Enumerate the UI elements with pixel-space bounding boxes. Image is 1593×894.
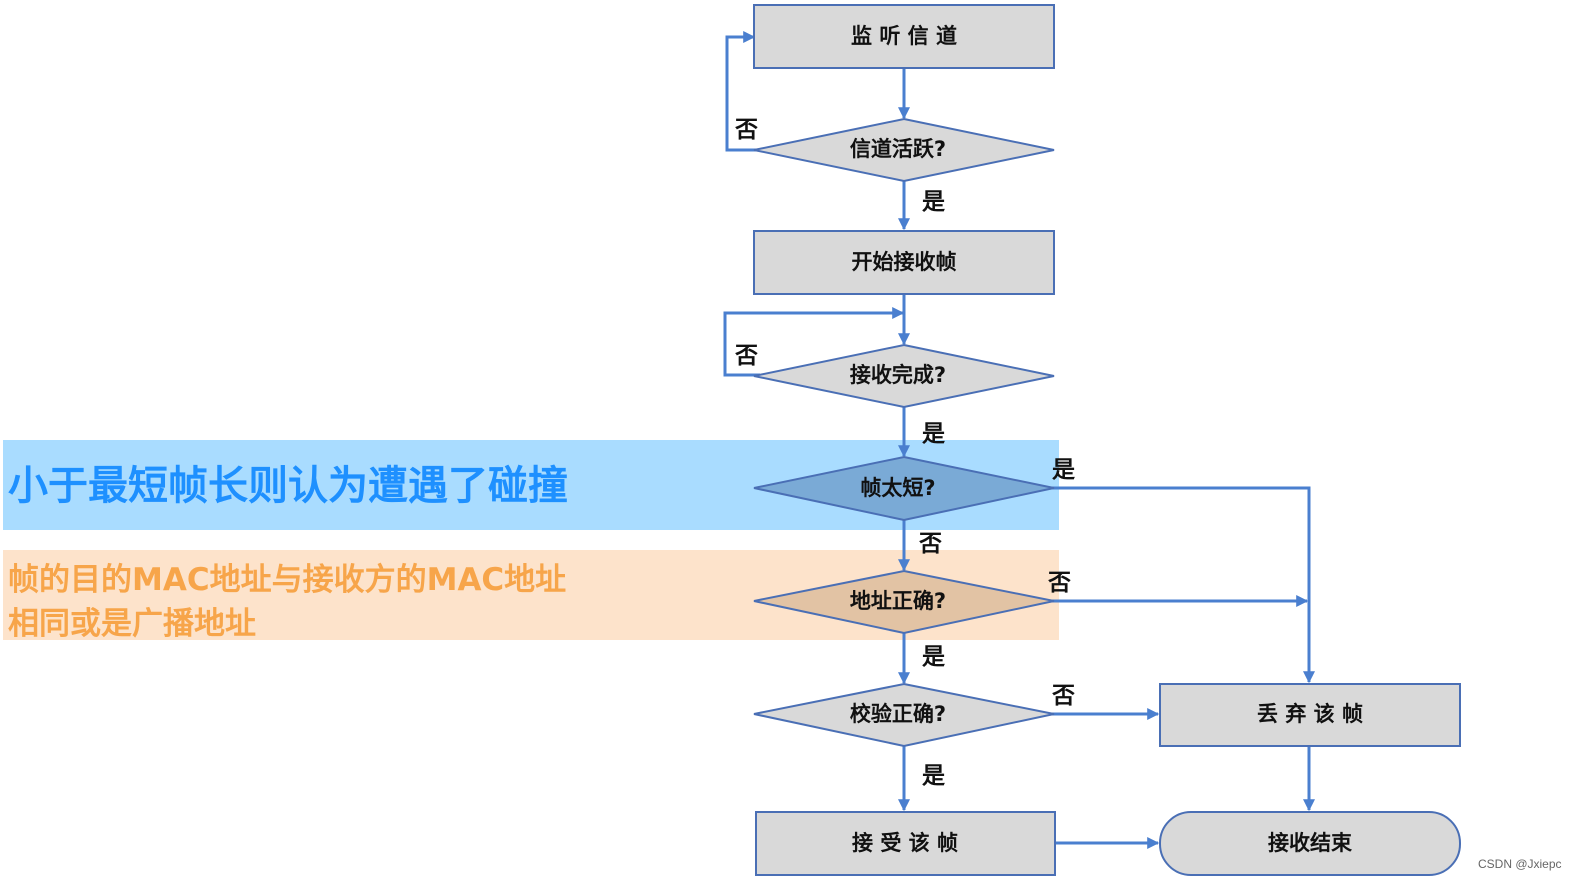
node-start-receive: 开始接收帧	[753, 230, 1055, 295]
label-channel-no: 否	[734, 117, 758, 143]
node-discard-frame: 丢 弃 该 帧	[1159, 683, 1461, 747]
node-accept-label: 接 受 该 帧	[852, 831, 958, 855]
node-receive-done-shape	[753, 343, 1055, 409]
label-receive-no: 否	[734, 343, 758, 369]
node-frame-short-label: 帧太短?	[860, 476, 935, 500]
edge-labels: 否 是 否 是 是 否 否 是 否 是	[734, 117, 1075, 789]
address-annotation-line2: 相同或是广播地址	[8, 606, 256, 642]
node-checksum-ok-shape	[753, 682, 1055, 748]
csdn-watermark: CSDN @Jxiepc	[1478, 857, 1562, 871]
label-channel-yes: 是	[922, 189, 945, 215]
address-annotation-line1: 帧的目的MAC地址与接收方的MAC地址	[8, 562, 567, 598]
node-end-terminal	[1159, 811, 1461, 876]
node-listen-label: 监 听 信 道	[851, 24, 957, 48]
label-short-yes: 是	[1052, 457, 1075, 483]
label-receive-yes: 是	[922, 421, 945, 447]
node-start-receive-box	[753, 230, 1055, 295]
address-annotation: 帧的目的MAC地址与接收方的MAC地址 相同或是广播地址	[8, 558, 566, 646]
node-address-ok-label: 地址正确?	[850, 589, 946, 613]
node-address-ok-shape	[753, 569, 1055, 635]
edge-short-yes-to-discard	[1050, 486, 1315, 684]
edge-done-no-loop	[723, 307, 905, 377]
collision-annotation: 小于最短帧长则认为遭遇了碰撞	[8, 463, 568, 509]
node-checksum-ok: 校验正确?	[753, 682, 1055, 748]
node-listen-channel: 监 听 信 道	[753, 4, 1055, 69]
label-checksum-yes: 是	[922, 763, 945, 789]
node-receive-done-label: 接收完成?	[850, 363, 946, 387]
node-channel-active-label: 信道活跃?	[850, 137, 946, 161]
flow-edges	[723, 31, 1315, 849]
node-discard-label: 丢 弃 该 帧	[1257, 702, 1363, 726]
node-frame-short-shape	[753, 455, 1055, 522]
node-receive-done: 接收完成?	[753, 343, 1055, 409]
node-receive-end: 接收结束	[1159, 811, 1461, 876]
node-listen-box	[753, 4, 1055, 69]
label-short-no: 否	[918, 531, 942, 557]
node-accept-box	[755, 811, 1056, 876]
node-address-ok: 地址正确?	[753, 569, 1055, 635]
node-channel-active: 信道活跃?	[753, 117, 1055, 183]
node-end-label: 接收结束	[1268, 831, 1353, 855]
node-discard-box	[1159, 683, 1461, 747]
node-accept-frame: 接 受 该 帧	[755, 811, 1056, 876]
label-address-yes: 是	[922, 644, 945, 670]
node-checksum-ok-label: 校验正确?	[850, 702, 946, 726]
label-checksum-no: 否	[1051, 683, 1075, 709]
node-frame-short: 帧太短?	[753, 455, 1055, 522]
label-address-no: 否	[1047, 570, 1071, 596]
edge-active-no-loop	[725, 31, 760, 152]
node-channel-active-shape	[753, 117, 1055, 183]
node-start-receive-label: 开始接收帧	[852, 250, 957, 274]
